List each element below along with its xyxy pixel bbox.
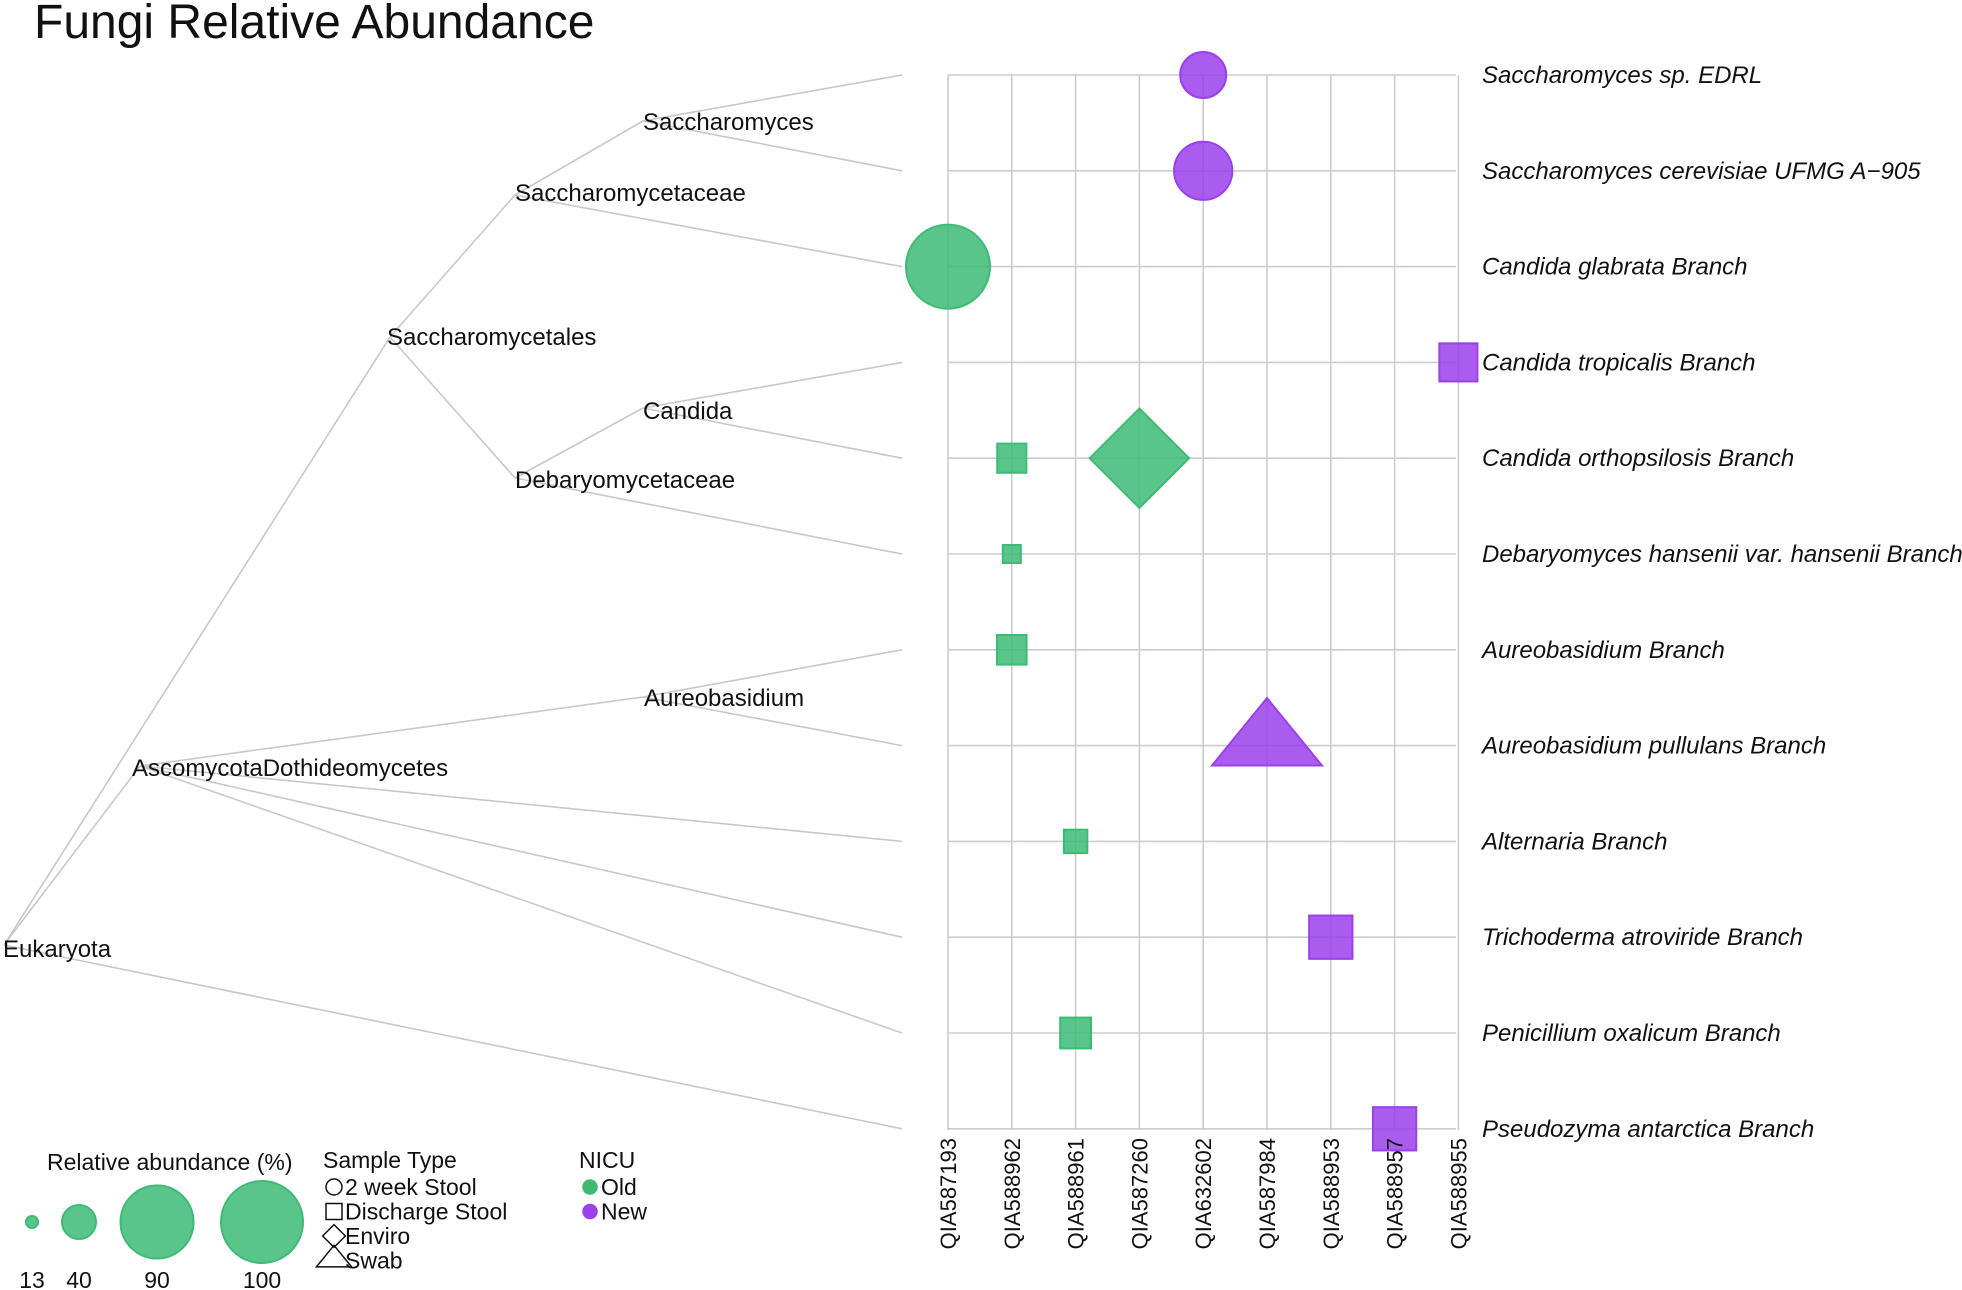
tree-node-labels: SaccharomycesSaccharomycetaceaeSaccharom…: [3, 109, 814, 963]
sample-label-QIA587984: QIA587984: [1255, 1138, 1280, 1249]
species-labels: Saccharomyces sp. EDRL Saccharomyces cere…: [1480, 62, 1962, 1143]
mark-alternaria-branch-QIA588961: [1062, 828, 1089, 855]
legend-shape-label-discharge-stool: Discharge Stool: [345, 1199, 507, 1225]
tree-branch-root-saccharales: [3, 336, 391, 946]
sample-label-QIA588955: QIA588955: [1446, 1138, 1471, 1249]
mark-trichoderma-atroviride-branch-QIA588953: [1308, 914, 1354, 960]
tree-branch-ascdot-aureo: [139, 696, 644, 767]
tree-node-saccharomyces: Saccharomyces: [643, 109, 814, 136]
legend-color-label-old: Old: [601, 1174, 637, 1200]
plot-grid: [947, 74, 1460, 1130]
sample-label-QIA588957: QIA588957: [1383, 1138, 1408, 1249]
species-label-10: Trichoderma atroviride Branch: [1482, 924, 1803, 951]
sample-label-QIA588961: QIA588961: [1064, 1138, 1089, 1249]
mark-candida-orthopsilosis-branch-QIA588962: [996, 442, 1028, 474]
species-label-5: Candida orthopsilosis Branch: [1482, 445, 1794, 472]
tree-node-eukaryota: Eukaryota: [3, 936, 112, 963]
mark-candida-tropicalis-branch-QIA588955: [1438, 342, 1479, 383]
tree-branch-debary-tip5: [514, 477, 903, 555]
tree-branch-ascdot-tip8: [139, 765, 903, 843]
mark-candida-glabrata-branch-QIA587193: [905, 223, 991, 310]
legend-size-label-100: 100: [243, 1267, 281, 1290]
tree-branch-candida-tip3: [642, 361, 903, 409]
tree-branch-candida-tip4: [642, 407, 903, 459]
tree-branch-saccharaceae-sacch: [514, 120, 644, 196]
sample-label-QIA587260: QIA587260: [1127, 1138, 1152, 1249]
chart-title: Fungi Relative Abundance: [34, 0, 594, 49]
legend-size-label-90: 90: [144, 1267, 170, 1290]
legend-size-circle-90: [119, 1184, 195, 1260]
legend-shape-2-week-stool-icon: [325, 1178, 343, 1196]
tree-branch-debary-candida: [514, 407, 644, 479]
tree-branch-saccharaceae-tip2: [514, 194, 903, 268]
sample-tick-labels: QIA587193 QIA588962 QIA588961 QIA587260 QIA6…: [936, 1138, 1471, 1249]
legend-color-swatch-old: [582, 1179, 598, 1195]
legend: Relative abundance (%) 13 40 90 100 Sample Ty…: [19, 1147, 647, 1290]
legend-color-swatch-new: [582, 1203, 598, 1220]
legend-color-title: NICU: [579, 1147, 635, 1173]
tree-branch-saccharales-debary: [389, 336, 516, 479]
species-label-6: Debaryomyces hansenii var. hansenii Bran…: [1482, 541, 1962, 568]
sample-label-QIA587193: QIA587193: [936, 1138, 961, 1249]
abundance-marks: [905, 50, 1479, 1152]
legend-shape-label-enviro: Enviro: [345, 1223, 410, 1249]
legend-shape-title: Sample Type: [323, 1147, 457, 1173]
tree-branch-aureo-tip6: [642, 649, 903, 698]
sample-label-QIA588953: QIA588953: [1319, 1138, 1344, 1249]
mark-aureobasidium-pullulans-branch-QIA587984: [1209, 696, 1325, 767]
legend-size-circle-13: [25, 1215, 39, 1229]
mark-saccharomyces-sp-edrl-QIA632602: [1179, 50, 1228, 100]
tree-branch-saccharales-saccharaceae: [389, 194, 516, 338]
tree-branch-root-ascdot: [3, 765, 141, 946]
mark-aureobasidium-branch-QIA588962: [996, 634, 1028, 666]
mark-pseudozyma-antarctica-branch-QIA588957: [1371, 1106, 1418, 1152]
phylogenetic-tree: [3, 74, 903, 1130]
species-label-3: Candida glabrata Branch: [1482, 254, 1748, 281]
legend-shape-label-swab: Swab: [345, 1248, 403, 1274]
legend-shape-label-2-week-stool: 2 week Stool: [345, 1174, 477, 1200]
legend-shape-enviro-icon: [321, 1223, 347, 1249]
tree-branch-ascdot-tip9: [139, 765, 903, 938]
legend-color-label-new: New: [601, 1199, 647, 1225]
tree-branch-ascdot-tip10: [139, 765, 903, 1034]
tree-node-saccharomycetales: Saccharomycetales: [387, 324, 596, 351]
legend-size-circle-40: [61, 1204, 97, 1240]
mark-penicillium-oxalicum-branch-QIA588961: [1059, 1016, 1093, 1050]
legend-size-label-40: 40: [66, 1267, 92, 1290]
tree-branch-root-tip11: [3, 944, 903, 1130]
species-label-4: Candida tropicalis Branch: [1482, 349, 1755, 376]
legend-size-circle-100: [220, 1180, 304, 1264]
tree-node-saccharomycetaceae: Saccharomycetaceae: [515, 180, 746, 207]
tree-branch-sacch-tip0: [642, 74, 903, 122]
legend-size-label-13: 13: [19, 1267, 45, 1290]
sample-label-QIA632602: QIA632602: [1191, 1138, 1216, 1249]
species-label-11: Penicillium oxalicum Branch: [1482, 1020, 1781, 1047]
tree-node-candida: Candida: [643, 398, 733, 425]
species-label-1: Saccharomyces sp. EDRL: [1482, 62, 1762, 89]
mark-saccharomyces-cerevisiae-ufmg-a-905-QIA632602: [1173, 140, 1234, 201]
species-label-8: Aureobasidium pullulans Branch: [1480, 733, 1826, 760]
mark-debaryomyces-hansenii-var-hansenii-branch-QIA588962: [1001, 543, 1022, 565]
tree-branch-sacch-tip1: [642, 120, 903, 172]
legend-size-title: Relative abundance (%): [47, 1149, 292, 1175]
legend-shape-swab-icon: [314, 1244, 354, 1268]
sample-label-QIA588962: QIA588962: [1000, 1138, 1025, 1249]
species-label-12: Pseudozyma antarctica Branch: [1482, 1116, 1814, 1143]
species-label-2: Saccharomyces cerevisiae UFMG A−905: [1482, 158, 1921, 185]
legend-shape-discharge-stool-icon: [325, 1202, 343, 1221]
tree-node-debaryomycetaceae: Debaryomycetaceae: [515, 467, 735, 494]
tree-branch-aureo-tip7: [642, 696, 903, 747]
species-label-9: Alternaria Branch: [1480, 828, 1667, 855]
tree-node-aureobasidium: Aureobasidium: [644, 685, 804, 712]
tree-node-ascomycotadothideomycetes: AscomycotaDothideomycetes: [132, 755, 448, 782]
mark-candida-orthopsilosis-branch-QIA587260: [1088, 407, 1191, 510]
species-label-7: Aureobasidium Branch: [1480, 637, 1725, 664]
